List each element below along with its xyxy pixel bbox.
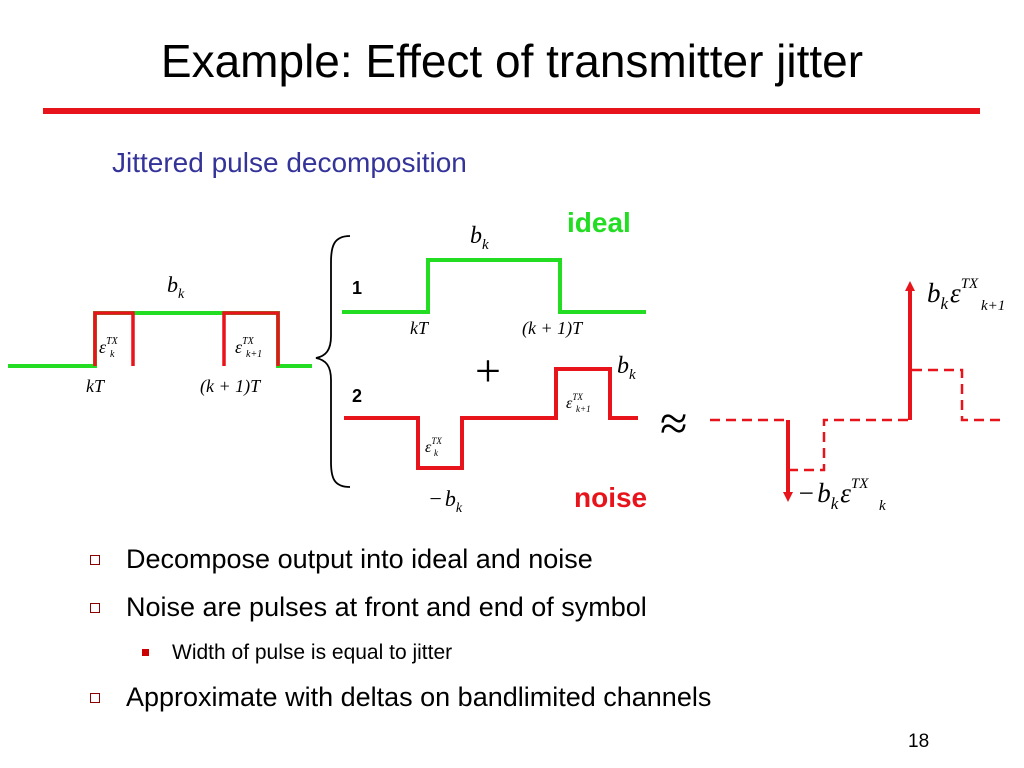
left-amplitude-label: bk <box>167 272 185 302</box>
negative-delta-label: −bkεTXk <box>797 476 886 514</box>
row-2-label: 2 <box>352 386 362 406</box>
slide-title: Example: Effect of transmitter jitter <box>160 35 864 87</box>
title-rule <box>43 108 980 114</box>
positive-delta-label: bkεTXk+1 <box>927 276 1005 314</box>
jittered-pulse-green <box>8 311 312 368</box>
ideal-t-end-label: (k + 1)T <box>522 318 584 339</box>
noise-label: noise <box>574 482 647 513</box>
page-number: 18 <box>908 731 930 752</box>
delta-approx-dashed <box>710 368 1000 472</box>
ideal-pulse <box>342 258 646 314</box>
left-t-end-label: (k + 1)T <box>200 376 262 397</box>
noise-pos-amplitude-label: bk <box>617 353 636 383</box>
hollow-square-bullet-icon <box>90 693 100 703</box>
ideal-t-start-label: kT <box>410 318 430 338</box>
hollow-square-bullet-icon <box>90 603 100 613</box>
filled-square-bullet-icon <box>142 649 149 656</box>
ideal-label: ideal <box>567 207 631 238</box>
slide-subtitle: Jittered pulse decomposition <box>112 147 467 178</box>
noise-neg-amplitude-label: −bk <box>428 486 463 516</box>
jittered-pulse <box>8 311 312 368</box>
noise-pulses <box>344 367 638 470</box>
hollow-square-bullet-icon <box>90 555 100 565</box>
row-1-label: 1 <box>352 278 362 298</box>
decomposition-brace <box>315 235 351 488</box>
plus-sign: + <box>475 345 501 396</box>
left-t-start-label: kT <box>86 376 106 396</box>
jitter-back-box <box>222 311 280 366</box>
jitter-front-box <box>93 311 135 366</box>
ideal-amplitude-label: bk <box>470 223 489 253</box>
approx-sign: ≈ <box>660 395 687 451</box>
